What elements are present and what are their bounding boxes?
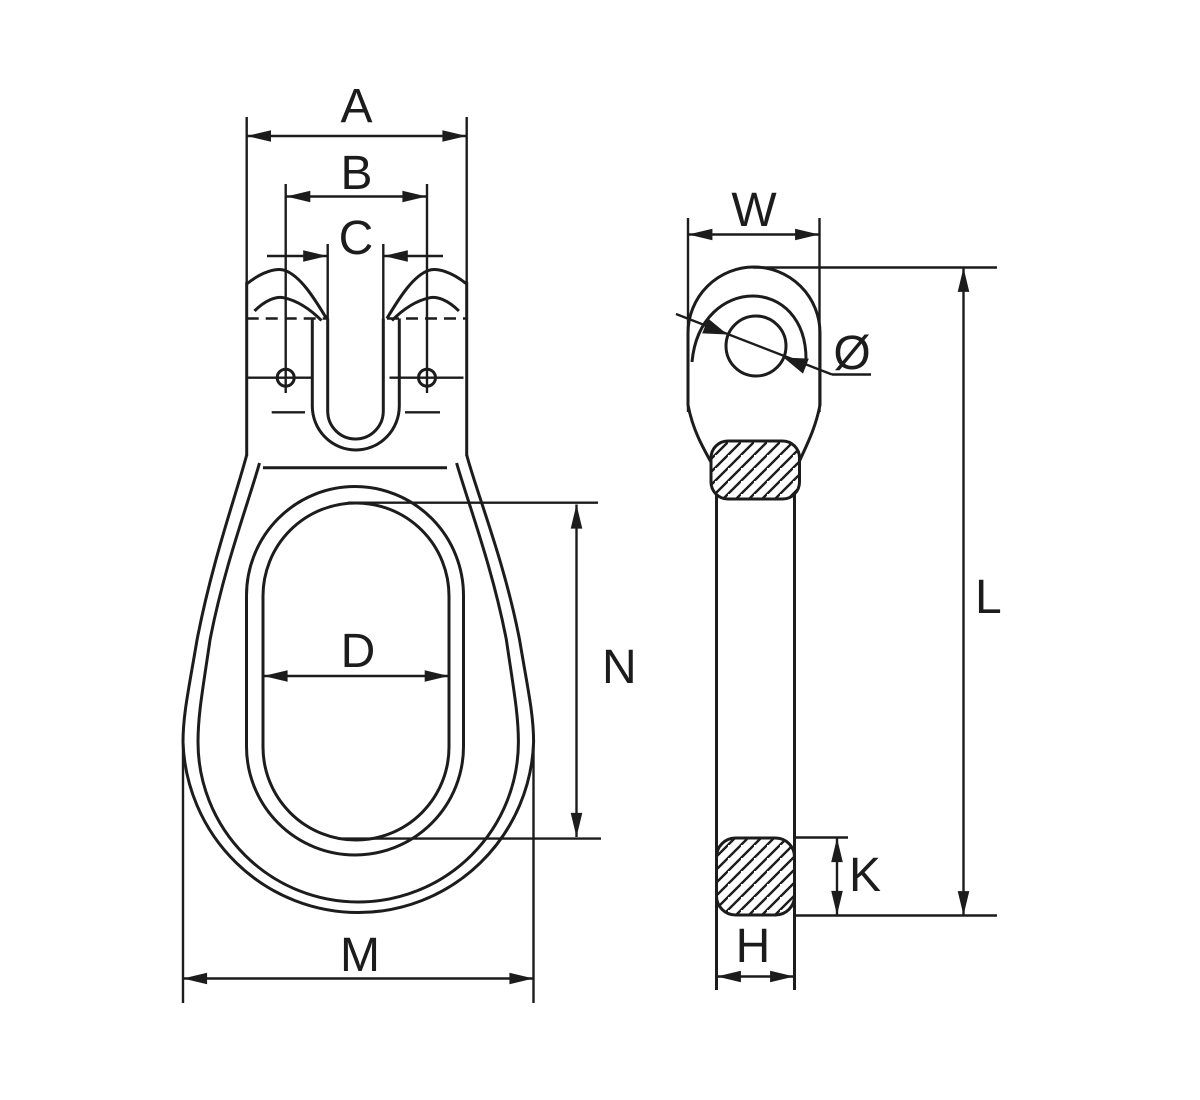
clevis-slot-inner [326, 318, 385, 441]
ear-left-inner-curve [253, 295, 323, 322]
head-profile [686, 265, 822, 473]
ear-right-inner-curve [390, 295, 460, 322]
link-body-outer-silhouette [181, 454, 536, 915]
arrowhead-k-top [831, 838, 843, 863]
arrowhead-c-left [303, 250, 328, 262]
arrowhead-w-left [688, 228, 713, 241]
front-view: A B C D N M [181, 80, 637, 1003]
eye-inner-arc [690, 294, 808, 363]
dim-label-l: L [975, 571, 1002, 624]
side-view-dimension-lines [675, 228, 970, 983]
dim-label-d: D [341, 625, 376, 678]
dim-label-n: N [602, 641, 637, 694]
link-eye-opening [261, 501, 451, 842]
arrowhead-diameter-left [702, 318, 728, 335]
dim-label-w: W [731, 184, 777, 237]
arrowhead-b-left [286, 190, 311, 203]
pin-bore-circle [724, 314, 788, 378]
arrowhead-l-bottom [957, 891, 970, 916]
dim-label-m: M [340, 929, 380, 982]
link-body-inner-contour [196, 462, 520, 904]
arrowhead-k-bottom [831, 890, 843, 915]
arrowhead-m-right [509, 972, 534, 985]
arrowhead-diameter-right [783, 357, 809, 374]
clevis-slot-outer [310, 318, 401, 452]
arrowhead-a-right [442, 130, 467, 142]
neck-cross-section-hatch [709, 439, 801, 501]
ear-left-outer-curve [245, 268, 328, 320]
arrowhead-d-left [263, 670, 288, 682]
dim-label-b: B [340, 147, 372, 200]
arrowhead-h-left [716, 970, 741, 983]
front-view-dimension-lines [183, 130, 583, 985]
arrowhead-c-right [383, 250, 408, 262]
arrowhead-n-bottom [570, 812, 583, 837]
link-eye-fillet-line [245, 485, 465, 857]
dim-line-diameter [675, 312, 833, 376]
dim-label-h: H [736, 920, 771, 973]
arrowhead-h-right [770, 970, 795, 983]
dim-label-diameter: Ø [833, 327, 870, 380]
front-view-outline [181, 268, 536, 915]
bottom-cross-section-hatch [715, 836, 796, 917]
arrowhead-n-top [570, 504, 583, 529]
dim-label-k: K [849, 849, 881, 902]
arrowhead-l-top [957, 267, 970, 292]
side-view-extension-lines [686, 218, 997, 917]
arrowhead-a-left [246, 130, 271, 142]
side-view: W Ø L K H [675, 184, 1002, 990]
ear-right-outer-curve [385, 268, 468, 320]
arrowhead-w-right [795, 228, 820, 241]
side-view-outline [686, 265, 822, 990]
arrowhead-m-left [183, 972, 208, 985]
arrowhead-d-right [424, 670, 449, 682]
arrowhead-b-right [402, 190, 427, 203]
dim-label-a: A [340, 80, 372, 133]
front-view-extension-lines [181, 117, 601, 1003]
dim-label-c: C [339, 212, 374, 265]
